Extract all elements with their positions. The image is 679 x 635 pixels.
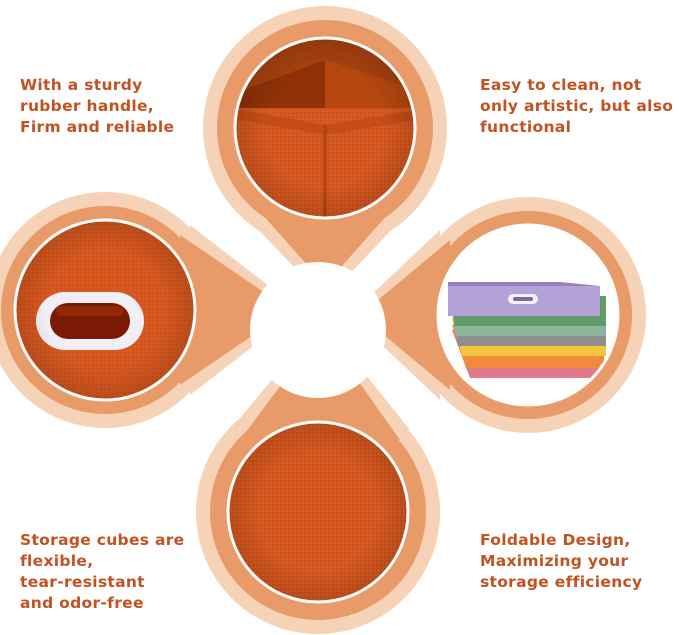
caption-handle: With a sturdy rubber handle, Firm and re… [20, 75, 174, 138]
caption-line: functional [480, 118, 572, 136]
caption-line: Firm and reliable [20, 118, 175, 136]
caption-clean: Easy to clean, not only artistic, but al… [480, 75, 673, 138]
caption-line: tear-resistant [20, 573, 145, 591]
caption-line: flexible, [20, 552, 94, 570]
caption-line: and odor-free [20, 594, 144, 612]
caption-fabric: Storage cubes are flexible, tear-resista… [20, 530, 185, 614]
caption-line: storage efficiency [480, 573, 643, 591]
caption-line: rubber handle, [20, 97, 154, 115]
caption-line: With a sturdy [20, 76, 143, 94]
center-circle [250, 262, 386, 398]
caption-line: only artistic, but also [480, 97, 674, 115]
caption-line: Easy to clean, not [480, 76, 642, 94]
caption-line: Maximizing your [480, 552, 629, 570]
caption-line: Storage cubes are [20, 531, 185, 549]
caption-foldable: Foldable Design, Maximizing your storage… [480, 530, 642, 593]
caption-line: Foldable Design, [480, 531, 631, 549]
folded-bins-photo [438, 225, 618, 405]
